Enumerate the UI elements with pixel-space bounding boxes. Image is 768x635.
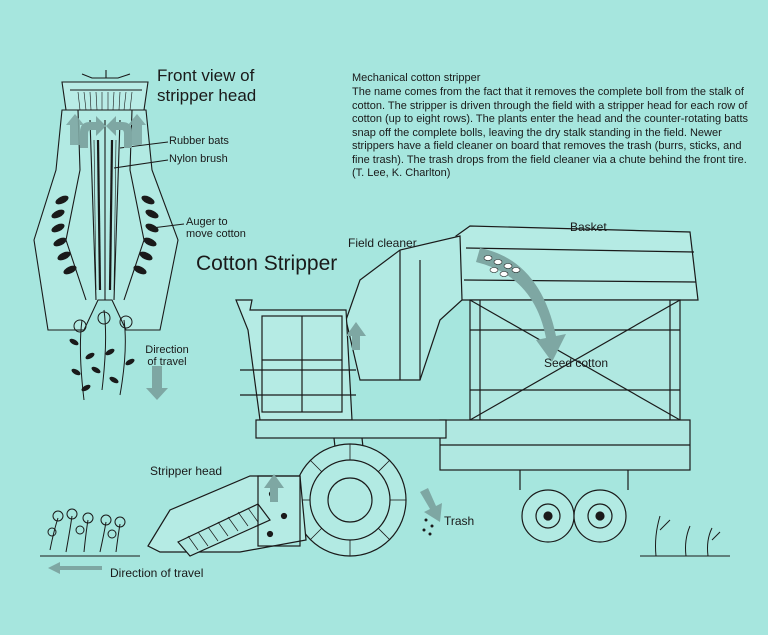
seed-cotton-dots bbox=[483, 255, 521, 277]
cotton-plants-front bbox=[69, 309, 135, 401]
label-direction-bottom: Direction of travel bbox=[110, 566, 204, 580]
label-rubber-bats: Rubber bats bbox=[169, 135, 229, 147]
front-view-stripper-head bbox=[33, 70, 185, 331]
cotton-stripper-machine bbox=[147, 225, 699, 557]
label-field-cleaner: Field cleaner bbox=[348, 236, 417, 250]
trash-particles bbox=[422, 518, 434, 536]
label-trash: Trash bbox=[444, 514, 475, 528]
main-title: Cotton Stripper bbox=[196, 252, 338, 275]
label-basket: Basket bbox=[570, 220, 607, 234]
cotton-stalks-right bbox=[640, 515, 730, 557]
cotton-plants-left bbox=[40, 508, 140, 557]
description-body: The name comes from the fact that it rem… bbox=[352, 86, 749, 179]
direction-arrow-down bbox=[146, 366, 168, 400]
label-seed-cotton: Seed cotton bbox=[544, 356, 609, 370]
direction-arrow-left bbox=[48, 562, 102, 574]
cotton-flow-arrows-front bbox=[66, 114, 146, 148]
label-nylon-brush: Nylon brush bbox=[169, 153, 228, 165]
label-auger: Auger to move cotton bbox=[186, 216, 246, 240]
description-heading: Mechanical cotton stripper bbox=[352, 72, 481, 84]
label-stripper-head: Stripper head bbox=[150, 464, 223, 478]
label-direction-front: Direction of travel bbox=[145, 344, 189, 368]
front-view-title: Front view of stripper head bbox=[157, 66, 257, 105]
